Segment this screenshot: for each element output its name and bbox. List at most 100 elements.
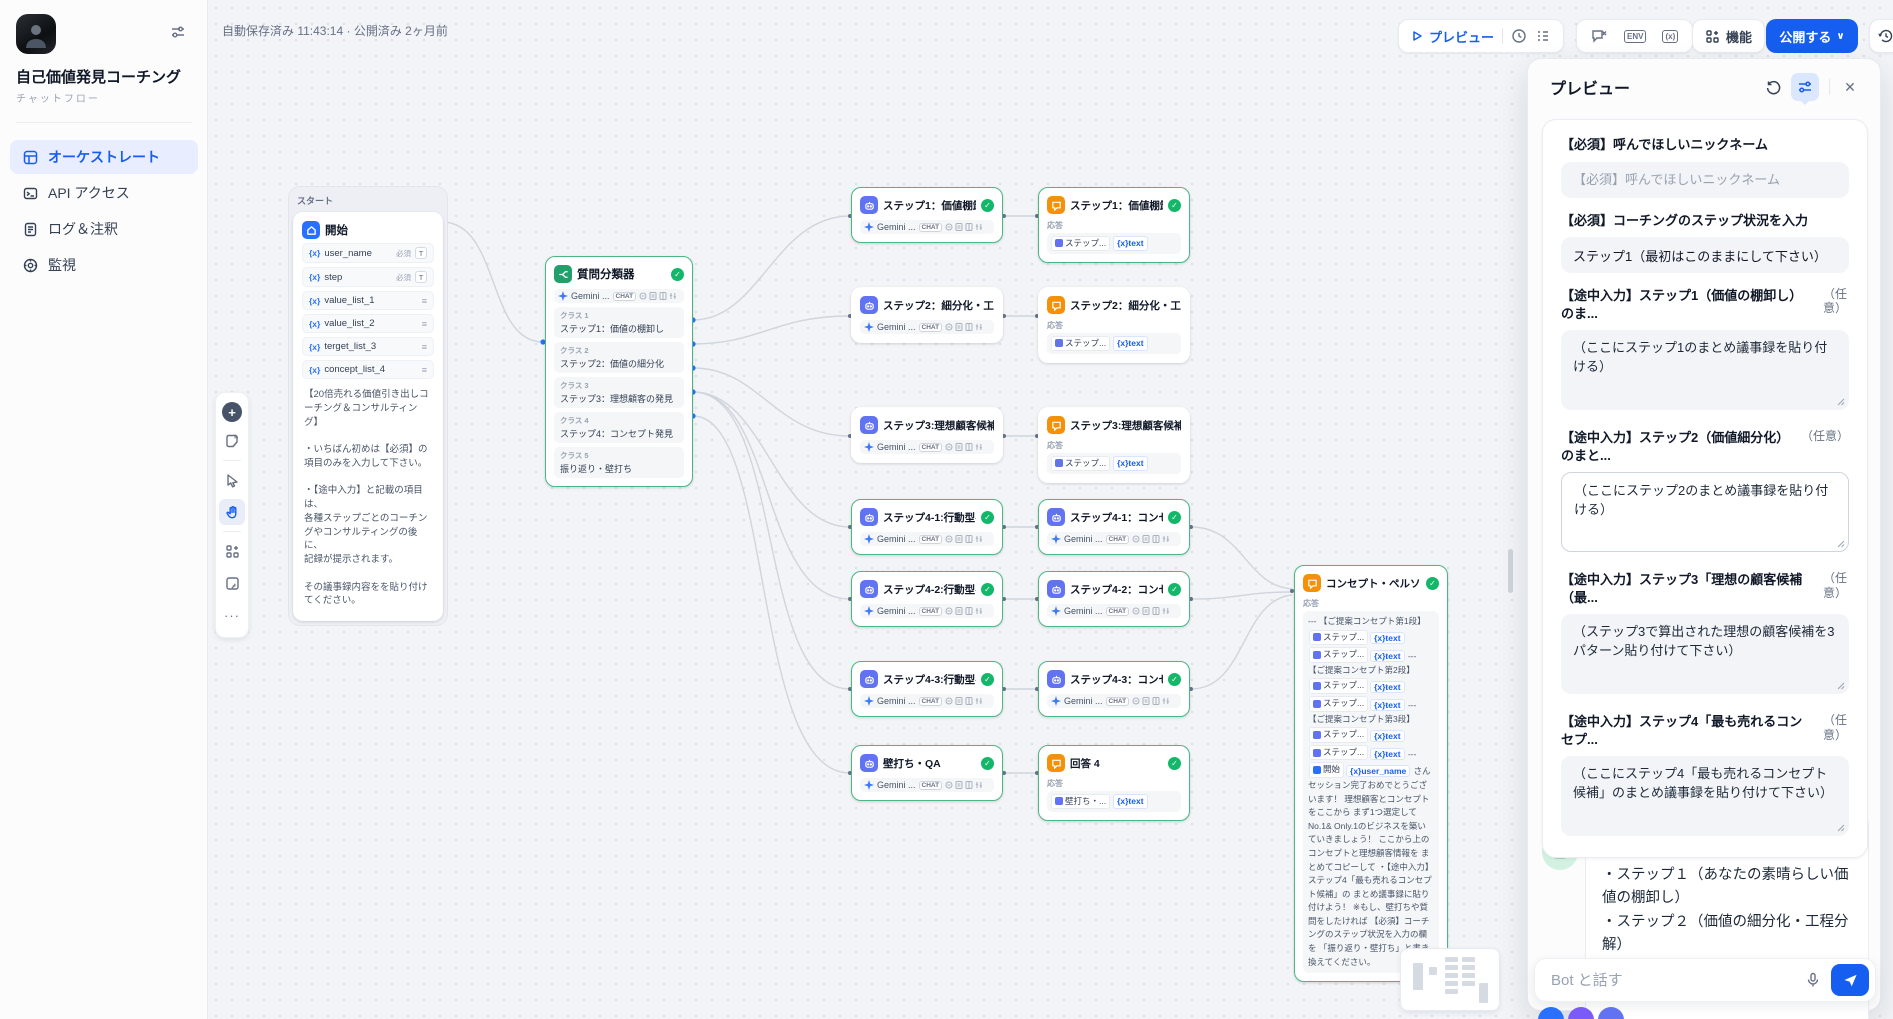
fit-view-button[interactable] [219, 570, 245, 596]
node-llm-step4-2[interactable]: ステップ4-2:行動型ペルソナ ✓ Gemini ...CHAT [851, 571, 1003, 627]
node-llm-concept4-3[interactable]: ステップ4-3：コンセプト作 ✓ Gemini ...CHAT [1038, 661, 1190, 717]
preview-button[interactable]: プレビュー [1411, 27, 1494, 46]
chat-input[interactable] [1551, 971, 1799, 989]
nickname-input[interactable] [1561, 161, 1849, 198]
canvas-scrollbar[interactable] [1508, 549, 1513, 593]
classifier-class[interactable]: クラス 5 振り返り・壁打ち [554, 447, 684, 478]
publish-button[interactable]: 公開する ∨ [1766, 19, 1858, 53]
restart-conversation-icon[interactable] [1759, 73, 1787, 101]
start-variable[interactable]: {x}value_list_1 ≡ [302, 291, 434, 310]
node-answer-step2[interactable]: ステップ2：細分化・工程分解 応答 ステップ... {x}text [1038, 287, 1190, 363]
close-icon[interactable]: ✕ [1844, 78, 1856, 95]
gemini-icon [864, 222, 874, 232]
minimap[interactable] [1400, 948, 1500, 1011]
start-variable[interactable]: {x}concept_list_4 ≡ [302, 360, 434, 379]
gemini-icon [864, 534, 874, 544]
start-node-ref-icon [1313, 766, 1321, 775]
node-llm-step1[interactable]: ステップ1：価値棚卸し ✓ Gemini ...CHAT [851, 187, 1003, 243]
node-title: ステップ4-2：コンセプト作 [1070, 583, 1163, 596]
answer-content: ステップ... {x}text [1047, 333, 1181, 354]
step3-notes-textarea[interactable]: （ステップ3で算出された理想の顧客候補を3パターン貼り付けて下さい） [1561, 614, 1849, 695]
node-answer-step1[interactable]: ステップ1：価値棚卸し ✓ 応答 ステップ... {x}text [1038, 187, 1190, 263]
conversation-variables-icon[interactable]: (x) [1662, 29, 1679, 43]
more-options-button[interactable]: ··· [224, 607, 240, 623]
success-icon: ✓ [1168, 510, 1181, 524]
annotation-clear-icon[interactable] [1591, 28, 1608, 45]
sidebar-item-orchestrate[interactable]: オーケストレート [10, 140, 198, 174]
sidebar-item-api-access[interactable]: API アクセス [10, 176, 198, 210]
env-variables-icon[interactable]: ENV [1624, 29, 1647, 43]
model-row: Gemini ... CHAT [554, 289, 684, 303]
model-option-icons [1132, 697, 1170, 705]
step4-notes-textarea[interactable]: （ここにステップ4「最も売れるコンセプト候補」のまとめ議事録を貼り付けて下さい） [1561, 756, 1849, 837]
chevron-down-icon: ∨ [1836, 30, 1845, 42]
add-node-button[interactable]: + [222, 402, 242, 422]
classifier-class[interactable]: クラス 4 ステップ4：コンセプト発見 [554, 412, 684, 443]
features-button[interactable]: 機能 [1692, 19, 1766, 53]
home-icon [302, 221, 320, 239]
node-answer-4[interactable]: 回答 4 ✓ 応答 壁打ち・... {x}text [1038, 745, 1190, 821]
send-button[interactable] [1831, 964, 1869, 996]
field-label: 【途中入力】ステップ2（価値細分化）のまと... [1561, 430, 1790, 463]
app-avatar[interactable] [16, 14, 56, 54]
run-history-icon[interactable] [1511, 28, 1527, 44]
node-llm-step4-3[interactable]: ステップ4-3:行動型ペルソナ ✓ Gemini ...CHAT [851, 661, 1003, 717]
node-llm-step4-1[interactable]: ステップ4-1:行動型ペルソナ ✓ Gemini ...CHAT [851, 499, 1003, 555]
hand-mode-button[interactable] [219, 499, 245, 525]
log-icon [22, 221, 38, 237]
answer-icon [1047, 416, 1065, 434]
start-variable[interactable]: {x}value_list_2 ≡ [302, 314, 434, 333]
app-type-label: チャットフロー [16, 94, 100, 105]
node-answer-step3[interactable]: ステップ3:理想顧客候補:回答 応答 ステップ... {x}text [1038, 407, 1190, 483]
pointer-mode-button[interactable] [219, 467, 245, 493]
node-llm-qa[interactable]: 壁打ち・QA ✓ Gemini ...CHAT [851, 745, 1003, 801]
node-llm-concept4-1[interactable]: ステップ4-1：コンセプト作 ✓ Gemini ...CHAT [1038, 499, 1190, 555]
classifier-class[interactable]: クラス 3 ステップ3：理想顧客の発見 [554, 377, 684, 408]
step1-notes-textarea[interactable]: （ここにステップ1のまとめ議事録を貼り付ける） [1561, 330, 1849, 411]
step2-notes-textarea[interactable]: （ここにステップ2のまとめ議事録を貼り付ける） [1561, 472, 1849, 553]
llm-node-ref-icon [1055, 339, 1063, 348]
divider [1502, 28, 1504, 44]
version-history-button[interactable] [1869, 19, 1893, 53]
node-question-classifier[interactable]: 質問分類器 ✓ Gemini ... CHAT クラス 1 ステップ1：価値の棚… [545, 256, 693, 487]
paragraph-type-icon: ≡ [421, 318, 427, 329]
node-llm-step3[interactable]: ステップ3:理想顧客候補 Gemini ...CHAT [851, 407, 1003, 463]
answer-content: ステップ... {x}text [1047, 453, 1181, 474]
model-option-icons [1132, 535, 1170, 543]
checklist-icon[interactable] [1535, 28, 1551, 44]
suggestion-badge[interactable] [1538, 1007, 1564, 1019]
user-input-form-icon[interactable] [1791, 73, 1819, 105]
microphone-icon[interactable] [1799, 966, 1827, 994]
model-option-icons [945, 607, 983, 615]
start-node-note: 【20倍売れる価値引き出しコーチング＆コンサルティング】 ・いちばん初めは【必須… [304, 389, 429, 607]
field-label: 【途中入力】ステップ3「理想の顧客候補（最... [1561, 572, 1803, 605]
classifier-class[interactable]: クラス 2 ステップ2：価値の細分化 [554, 342, 684, 373]
gemini-icon [1051, 696, 1061, 706]
llm-node-ref-icon [1055, 797, 1063, 806]
model-row: Gemini ...CHAT [860, 320, 994, 334]
model-option-icons [945, 535, 983, 543]
llm-node-ref-icon [1055, 239, 1063, 248]
organize-blocks-button[interactable] [219, 538, 245, 564]
suggestion-badge[interactable] [1568, 1007, 1594, 1019]
canvas-tools-group: ENV (x) [1576, 19, 1694, 53]
step-status-input[interactable] [1561, 237, 1849, 274]
node-concept-persona-result[interactable]: コンセプト・ペルソナ結果 ✓ 応答 --- 【ご提案コンセプト第1段】 ステップ… [1294, 565, 1448, 983]
node-title: ステップ1：価値棚卸し [883, 199, 976, 212]
start-variable[interactable]: {x}terget_list_3 ≡ [302, 337, 434, 356]
model-option-icons [639, 292, 677, 300]
model-option-icons [945, 697, 983, 705]
node-llm-step2[interactable]: ステップ2：細分化・工程分解 Gemini ...CHAT [851, 287, 1003, 343]
add-note-button[interactable] [219, 428, 245, 454]
app-settings-icon[interactable] [170, 24, 186, 45]
classifier-class[interactable]: クラス 1 ステップ1：価値の棚卸し [554, 307, 684, 338]
sidebar-item-monitoring[interactable]: 監視 [10, 248, 198, 282]
suggestion-badge[interactable] [1598, 1007, 1624, 1019]
sidebar-item-logs[interactable]: ログ＆注釈 [10, 212, 198, 246]
success-icon: ✓ [981, 672, 994, 686]
node-llm-concept4-2[interactable]: ステップ4-2：コンセプト作 ✓ Gemini ...CHAT [1038, 571, 1190, 627]
